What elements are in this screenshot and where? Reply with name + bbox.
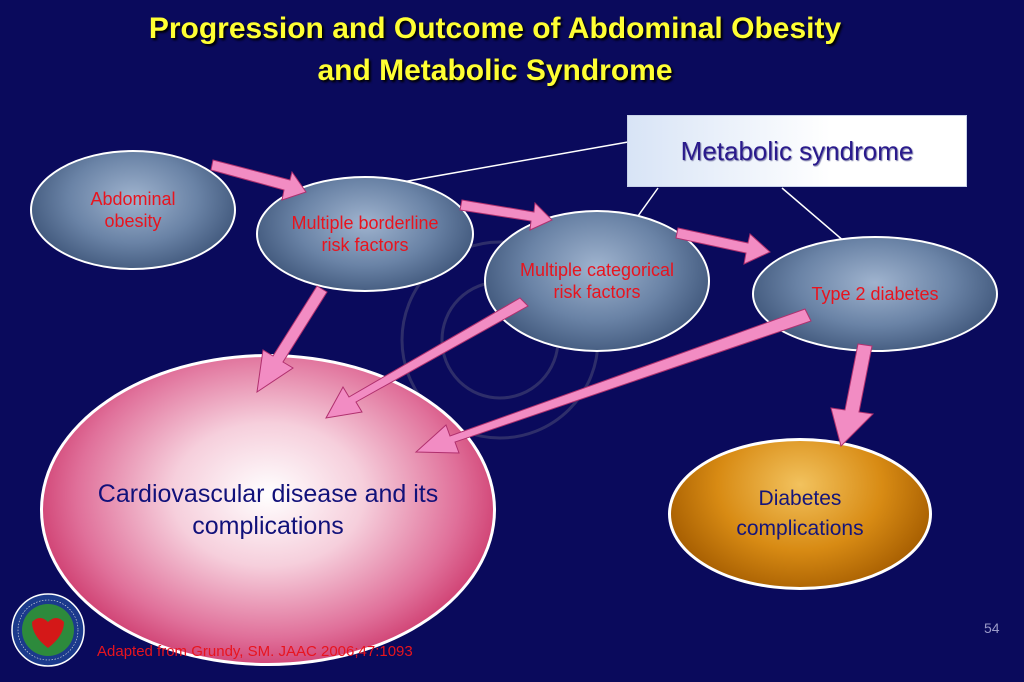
abdominal-obesity-node: Abdominal obesity [30,150,236,270]
borderline-line-1: Multiple borderline [291,213,439,233]
title-line-2: and Metabolic Syndrome [317,54,673,87]
cvd-node: Cardiovascular disease and its complicat… [40,354,496,666]
diabetes-complications-node: Diabetes complications [668,438,932,590]
citation-text: Adapted from Grundy, SM. JAAC 2006;47:10… [97,643,413,660]
borderline-line-2: risk factors [321,235,409,255]
arrow-diabetes-to-cvd [414,308,812,454]
categorical-risk-node: Multiple categorical risk factors [484,210,710,352]
connector-line-borderline [379,141,629,187]
arrow-obesity-to-borderline [210,159,307,201]
cvd-line-2: complications [192,512,344,540]
type-2-diabetes-label: Type 2 diabetes [811,284,939,304]
arrow-borderline-to-cvd [256,285,328,394]
categorical-line-2: risk factors [553,282,641,302]
diabetes-complications-line-2: complications [736,517,864,540]
type-2-diabetes-node: Type 2 diabetes [752,236,998,352]
metabolic-syndrome-box: Metabolic syndrome [627,115,967,187]
arrow-diabetes-to-complications [830,343,875,447]
arrow-categorical-to-diabetes [675,227,771,265]
cadi-research-foundation-logo-icon [11,593,85,667]
diabetes-complications-line-1: Diabetes [758,487,842,510]
abdominal-obesity-line-2: obesity [104,211,162,231]
slide-title: Progression and Outcome of Abdominal Obe… [0,8,990,92]
arrow-borderline-to-categorical [459,199,553,231]
arrow-categorical-to-cvd [325,297,529,419]
cvd-line-1: Cardiovascular disease and its [97,480,439,508]
categorical-line-1: Multiple categorical [519,260,675,280]
title-line-1: Progression and Outcome of Abdominal Obe… [148,12,842,45]
abdominal-obesity-line-1: Abdominal [90,189,176,209]
metabolic-syndrome-label: Metabolic syndrome [680,135,914,166]
page-number: 54 [984,620,1000,636]
